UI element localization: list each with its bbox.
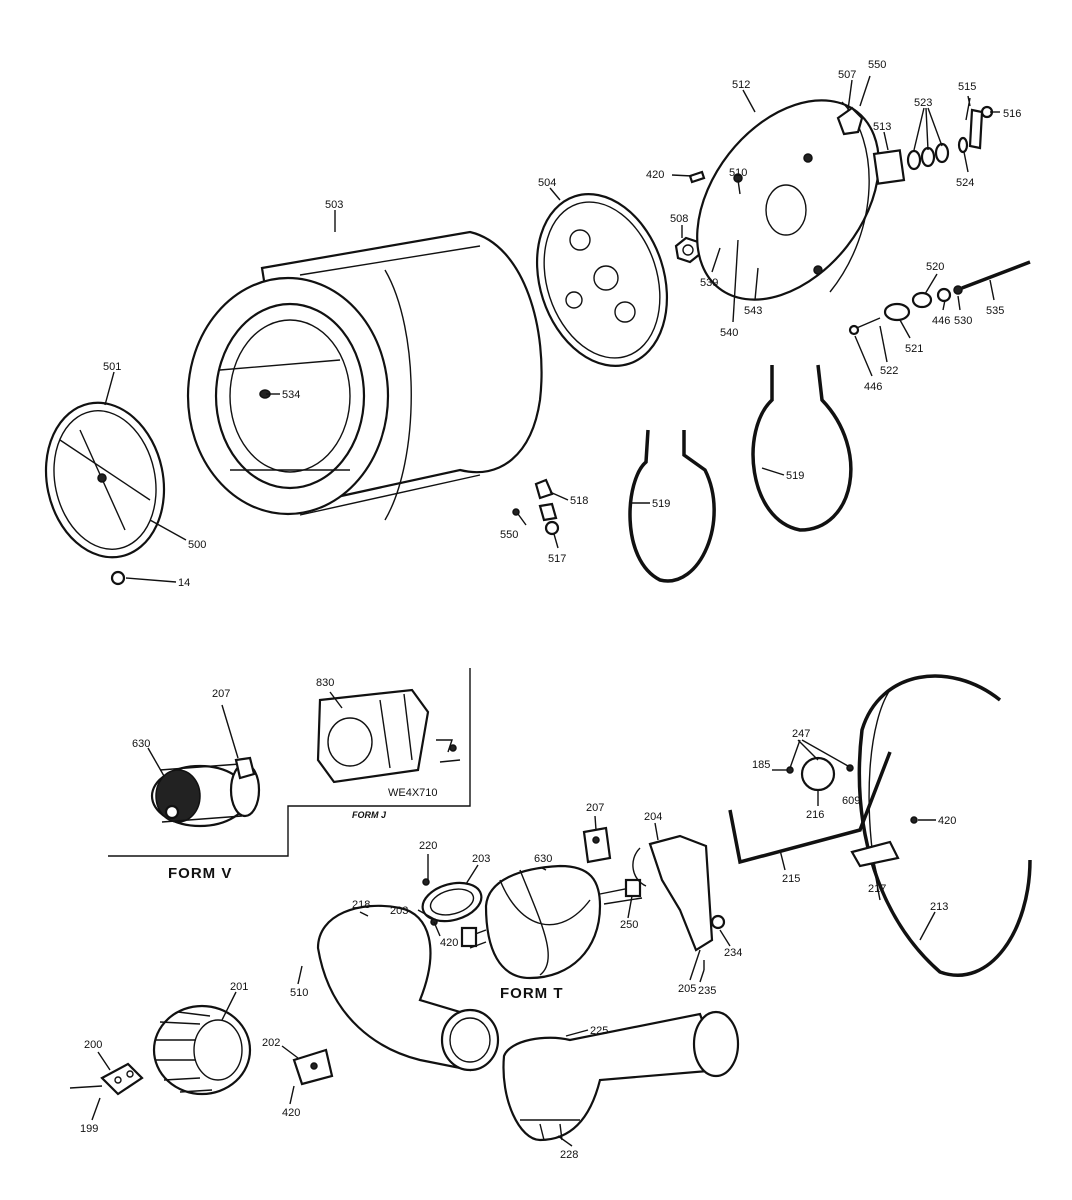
callout-524: 524	[956, 177, 974, 189]
callout-446-b: 446	[864, 381, 882, 393]
callout-521: 521	[905, 343, 923, 355]
exhaust-duct	[502, 1010, 740, 1142]
callout-228: 228	[560, 1149, 578, 1161]
motor-bracket	[632, 834, 726, 970]
callout-830: 830	[316, 677, 334, 689]
callout-216: 216	[806, 809, 824, 821]
callout-250: 250	[620, 919, 638, 931]
drum-roller-parts	[512, 478, 560, 536]
callout-522: 522	[880, 365, 898, 377]
lower-leader-lines	[91, 691, 936, 1147]
callout-512: 512	[732, 79, 750, 91]
callout-420-d: 420	[282, 1107, 300, 1119]
callout-519: 519	[652, 498, 670, 510]
callout-207: 207	[212, 688, 230, 700]
callout-630-b: 630	[534, 853, 552, 865]
blower-housing	[316, 904, 500, 1072]
callout-550: 550	[868, 59, 886, 71]
callout-201: 201	[230, 981, 248, 993]
callout-510-b: 510	[290, 987, 308, 999]
callout-500: 500	[188, 539, 206, 551]
callout-420-b: 420	[440, 937, 458, 949]
callout-420: 420	[646, 169, 664, 181]
drum	[186, 230, 543, 521]
form-v-j-frame	[108, 668, 471, 857]
callout-235: 235	[698, 985, 716, 997]
callout-202: 202	[262, 1037, 280, 1049]
form-t-label: FORM T	[500, 985, 564, 1002]
drum-front-seal	[44, 401, 166, 586]
callout-540: 540	[720, 327, 738, 339]
gas-tube	[728, 751, 918, 868]
callout-516: 516	[1003, 108, 1021, 120]
we-part-label: WE4X710	[388, 787, 438, 799]
callout-515: 515	[958, 81, 976, 93]
callout-207-b: 207	[586, 802, 604, 814]
callout-550-b: 550	[500, 529, 518, 541]
motor-mount-clamp	[421, 878, 483, 926]
callout-504: 504	[538, 177, 556, 189]
callout-518: 518	[570, 495, 588, 507]
callout-446: 446	[932, 315, 950, 327]
callout-609: 609	[842, 795, 860, 807]
callout-523: 523	[914, 97, 932, 109]
blower-bracket	[69, 1062, 144, 1096]
callout-517: 517	[548, 553, 566, 565]
callout-520: 520	[926, 261, 944, 273]
callout-204: 204	[644, 811, 662, 823]
callout-503: 503	[325, 199, 343, 211]
form-t-motor	[460, 864, 643, 980]
form-j-label: FORM J	[352, 810, 387, 820]
callout-199: 199	[80, 1123, 98, 1135]
drum-support-rings	[628, 364, 853, 583]
callout-217: 217	[868, 883, 886, 895]
callout-535: 535	[986, 305, 1004, 317]
callout-185: 185	[752, 759, 770, 771]
callout-501: 501	[103, 361, 121, 373]
rear-bulkhead	[696, 99, 880, 301]
callout-630: 630	[132, 738, 150, 750]
idler-assembly	[848, 260, 1031, 336]
callout-205: 205	[678, 983, 696, 995]
callout-513: 513	[873, 121, 891, 133]
callout-543: 543	[744, 305, 762, 317]
callout-215: 215	[782, 873, 800, 885]
callout-213: 213	[930, 901, 948, 913]
callout-225: 225	[590, 1025, 608, 1037]
callout-203-b: 203	[390, 905, 408, 917]
callout-539: 539	[700, 277, 718, 289]
callout-218: 218	[352, 899, 370, 911]
callout-200: 200	[84, 1039, 102, 1051]
callout-510: 510	[729, 167, 747, 179]
callout-14: 14	[178, 577, 190, 589]
blower-wheel	[152, 1004, 252, 1096]
drum-rear-panel	[535, 193, 669, 367]
callout-420-c: 420	[938, 815, 956, 827]
callout-534: 534	[282, 389, 300, 401]
callout-519-b: 519	[786, 470, 804, 482]
callout-507: 507	[838, 69, 856, 81]
callout-530: 530	[954, 315, 972, 327]
callout-220: 220	[419, 840, 437, 852]
upper-leader-lines	[104, 75, 1000, 583]
callout-203: 203	[472, 853, 490, 865]
callout-508: 508	[670, 213, 688, 225]
form-j-motor	[316, 688, 461, 784]
callout-247: 247	[792, 728, 810, 740]
form-v-motor	[150, 756, 261, 828]
callout-234: 234	[724, 947, 742, 959]
thermostat-switch	[292, 1048, 334, 1086]
form-v-label: FORM V	[168, 865, 232, 882]
centrifugal-switch	[582, 826, 612, 864]
